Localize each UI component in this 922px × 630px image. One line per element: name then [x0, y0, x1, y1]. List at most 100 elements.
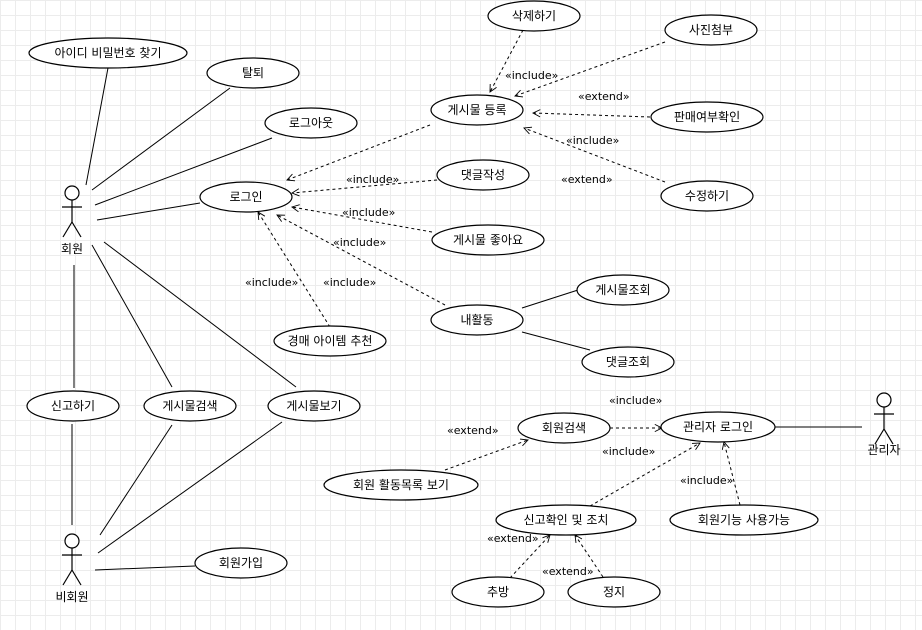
usecase-shape: [576, 274, 670, 306]
usecase-shape: [660, 411, 776, 443]
usecase-shape: [664, 14, 758, 46]
label-include-admin-features: «include»: [680, 474, 733, 487]
actor-leg-left: [62, 569, 73, 586]
stereotype-labels: «include» «extend» «include» «extend» «i…: [245, 69, 733, 578]
dep-photo-post-register: [515, 41, 666, 96]
usecase-shape: [430, 94, 524, 126]
usecase-shape: [660, 180, 754, 212]
assoc-guest-search-posts: [99, 424, 173, 536]
actor-leg-right: [71, 569, 82, 586]
usecase-label: 신고확인 및 조치: [524, 513, 609, 527]
usecase-view-posts[interactable]: 게시물조회: [576, 274, 670, 306]
usecase-suspend[interactable]: 정지: [567, 576, 661, 608]
usecase-auction-recommend[interactable]: 경매 아이템 추천: [273, 325, 387, 357]
assoc-member-login: [96, 202, 201, 221]
actor-guest[interactable]: 비회원: [55, 533, 89, 604]
usecase-browse-posts[interactable]: 게시물보기: [267, 390, 361, 422]
usecase-attach-photo[interactable]: 사진첨부: [664, 14, 758, 46]
usecase-shape: [267, 390, 361, 422]
actor-leg-right: [71, 221, 82, 238]
usecase-signup[interactable]: 회원가입: [194, 547, 288, 579]
usecase-label: 수정하기: [685, 189, 729, 203]
usecase-label: 회원가입: [219, 556, 263, 570]
dep-sale-post-register: [533, 113, 651, 118]
assoc-guest-browse-posts: [97, 421, 283, 554]
usecase-shape: [264, 107, 358, 139]
use-cases: 아이디 비밀번호 찾기 탈퇴 로그아웃 로그인 삭제하기 사진첨부 게시물 등록: [26, 0, 819, 608]
usecase-label: 회원기능 사용가능: [698, 513, 790, 527]
usecase-shape: [206, 57, 300, 89]
usecase-like-post[interactable]: 게시물 좋아요: [431, 224, 545, 256]
usecase-view-comments[interactable]: 댓글조회: [581, 346, 675, 378]
dep-activity-login: [277, 215, 446, 306]
dep-edit-post-register: [524, 128, 666, 183]
label-extend-activity-list: «extend»: [447, 424, 499, 437]
usecase-search-posts[interactable]: 게시물검색: [143, 390, 237, 422]
usecase-write-comment[interactable]: 댓글작성: [436, 159, 530, 191]
assoc-member-logout: [94, 137, 273, 206]
usecase-label: 로그인: [229, 190, 262, 204]
assoc-guest-signup: [94, 565, 196, 571]
actor-admin[interactable]: 관리자: [867, 392, 901, 457]
actor-label: 회원: [61, 242, 83, 256]
usecase-activity-list[interactable]: 회원 활동목록 보기: [323, 469, 479, 501]
usecase-label: 회원 활동목록 보기: [353, 478, 449, 492]
usecase-label: 관리자 로그인: [683, 420, 753, 434]
usecase-my-activity[interactable]: 내활동: [430, 304, 524, 336]
usecase-shape: [669, 504, 819, 536]
usecase-find-id-pw[interactable]: 아이디 비밀번호 찾기: [28, 37, 188, 69]
actor-member[interactable]: 회원: [61, 185, 83, 256]
label-extend-expel: «extend»: [487, 532, 539, 545]
usecase-shape: [28, 37, 188, 69]
usecase-label: 게시물 좋아요: [453, 233, 523, 247]
assoc-member-withdraw: [91, 87, 231, 191]
dep-comment-login: [292, 179, 438, 193]
assoc-activity-view-posts: [521, 289, 579, 309]
usecase-post-register[interactable]: 게시물 등록: [430, 94, 524, 126]
usecase-withdraw[interactable]: 탈퇴: [206, 57, 300, 89]
usecase-report-check[interactable]: 신고확인 및 조치: [495, 504, 637, 536]
usecase-admin-login[interactable]: 관리자 로그인: [660, 411, 776, 443]
usecase-shape: [495, 504, 637, 536]
actor-leg-left: [62, 221, 73, 238]
usecase-delete[interactable]: 삭제하기: [487, 0, 581, 32]
label-include-auction-right: «include»: [323, 276, 376, 289]
label-include-like: «include»: [342, 206, 395, 219]
label-include-report-check: «include»: [602, 445, 655, 458]
usecase-admin-features[interactable]: 회원기능 사용가능: [669, 504, 819, 536]
label-include-comment: «include»: [346, 173, 399, 186]
usecase-sale-check[interactable]: 판매여부확인: [650, 101, 764, 133]
dependencies: [258, 29, 741, 579]
actor-head: [64, 533, 80, 549]
dep-suspend-report-check: [575, 535, 604, 578]
usecase-shape: [323, 469, 479, 501]
usecase-member-search[interactable]: 회원검색: [517, 412, 611, 444]
usecase-edit[interactable]: 수정하기: [660, 180, 754, 212]
usecase-logout[interactable]: 로그아웃: [264, 107, 358, 139]
actor-head: [876, 392, 892, 408]
associations: [71, 67, 862, 571]
label-include-member-search: «include»: [609, 394, 662, 407]
usecase-label: 내활동: [460, 313, 493, 327]
usecase-shape: [451, 576, 545, 608]
usecase-shape: [517, 412, 611, 444]
usecase-shape: [199, 181, 293, 213]
usecase-report[interactable]: 신고하기: [26, 390, 120, 422]
usecase-label: 게시물 등록: [447, 103, 506, 117]
dep-auction-login: [258, 212, 331, 328]
usecase-label: 신고하기: [51, 399, 95, 413]
usecase-login[interactable]: 로그인: [199, 181, 293, 213]
usecase-expel[interactable]: 추방: [451, 576, 545, 608]
usecase-shape: [194, 547, 288, 579]
usecase-label: 회원검색: [542, 421, 586, 435]
label-extend-sale: «extend»: [561, 173, 613, 186]
label-include-edit: «include»: [566, 134, 619, 147]
assoc-activity-view-comments: [521, 331, 591, 351]
usecase-shape: [143, 390, 237, 422]
actor-label: 관리자: [867, 443, 900, 457]
usecase-label: 로그아웃: [289, 116, 333, 130]
usecase-shape: [26, 390, 120, 422]
usecase-label: 게시물조회: [595, 283, 650, 297]
usecase-label: 게시물검색: [162, 399, 217, 413]
actor-leg-right: [883, 428, 894, 445]
